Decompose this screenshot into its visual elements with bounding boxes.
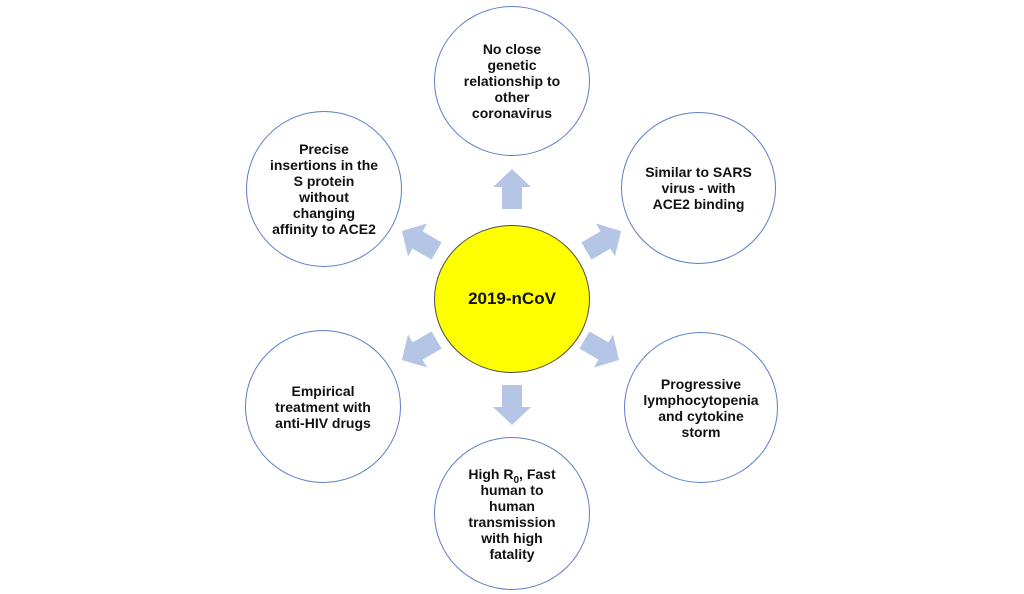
node-bottom-left: Empirical treatment with anti-HIV drugs <box>245 330 401 483</box>
node-bottom-label-post: , Fast human to human transmission with … <box>468 465 556 562</box>
node-top-right-label: Similar to SARS virus - with ACE2 bindin… <box>645 164 752 212</box>
node-top-right: Similar to SARS virus - with ACE2 bindin… <box>621 112 776 264</box>
center-label: 2019-nCoV <box>468 289 556 308</box>
node-top: No close genetic relationship to other c… <box>434 6 590 156</box>
node-top-left-label: Precise insertions in the S protein with… <box>269 141 379 237</box>
node-top-left: Precise insertions in the S protein with… <box>246 111 402 267</box>
node-bottom-label: High R0, Fast human to human transmissio… <box>458 466 565 562</box>
node-bottom-right: Progressive lymphocytopenia and cytokine… <box>624 332 778 483</box>
node-bottom-label-sub: 0 <box>513 474 520 486</box>
node-bottom: High R0, Fast human to human transmissio… <box>434 437 590 590</box>
node-bottom-left-label: Empirical treatment with anti-HIV drugs <box>275 382 371 431</box>
node-top-label: No close genetic relationship to other c… <box>463 41 561 121</box>
center-node: 2019-nCoV <box>434 225 590 373</box>
node-bottom-label-pre: High R <box>468 465 514 482</box>
node-bottom-right-label: Progressive lymphocytopenia and cytokine… <box>643 375 759 440</box>
